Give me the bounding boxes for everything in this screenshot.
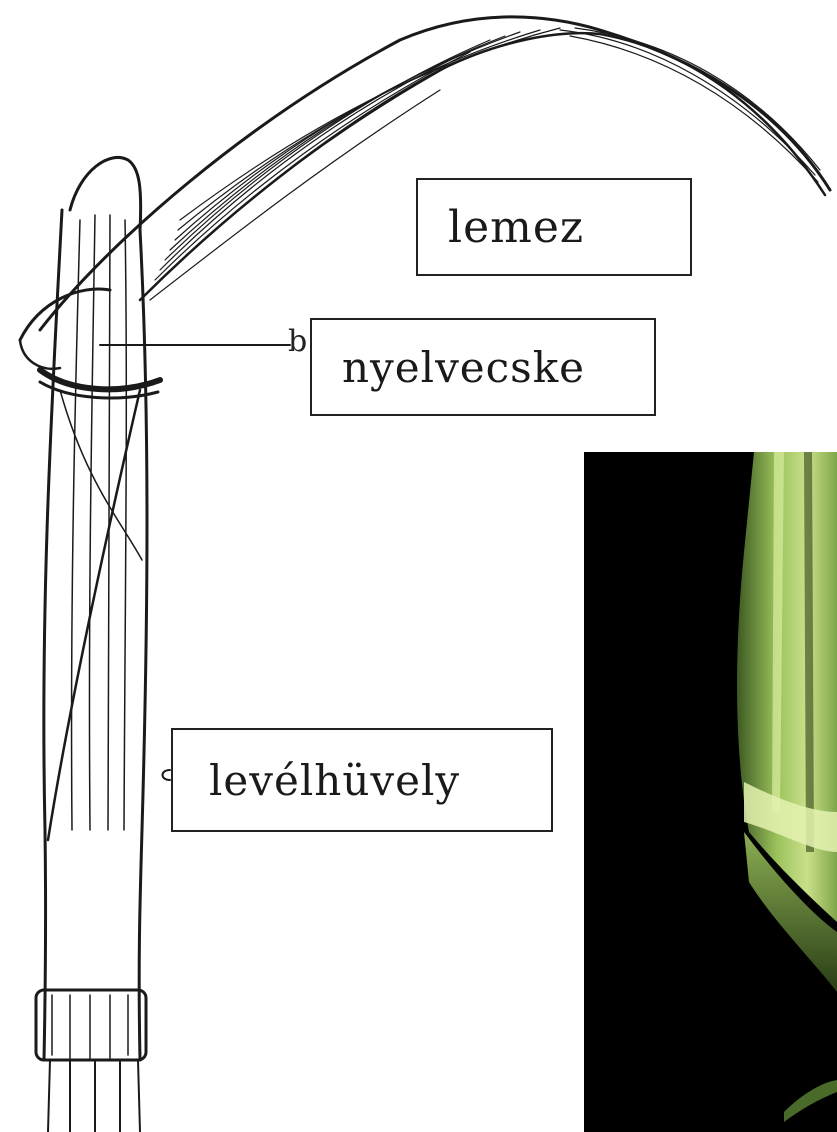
sheath-left-edge xyxy=(44,210,62,1060)
label-ligule-text: nyelvecske xyxy=(342,343,585,392)
leaf-photo xyxy=(584,452,837,1132)
label-sheath: levélhüvely xyxy=(171,728,553,832)
sheath-leader-mark xyxy=(163,770,171,780)
label-sheath-text: levélhüvely xyxy=(209,756,460,805)
label-blade-text: lemez xyxy=(448,202,584,253)
ligule-marker-letter: b xyxy=(288,324,307,359)
sheath-right-edge xyxy=(139,230,147,1060)
leaf-photo-drawing xyxy=(584,452,837,1132)
label-blade: lemez xyxy=(416,178,692,276)
label-ligule: nyelvecske xyxy=(310,318,656,416)
